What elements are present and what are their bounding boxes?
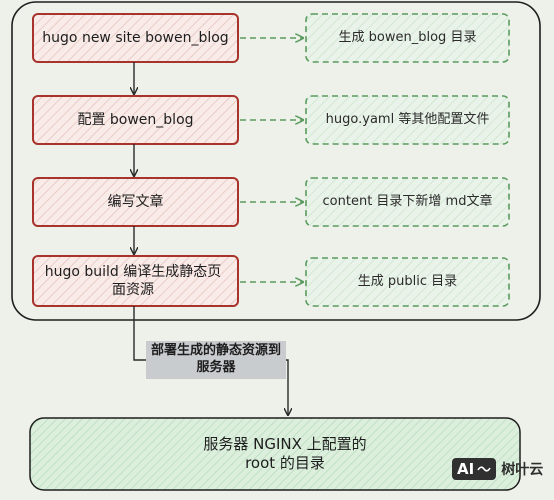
deploy-edge-label: 部署生成的静态资源到服务器: [150, 343, 281, 375]
output-2-label: hugo.yaml 等其他配置文件: [325, 111, 490, 127]
deploy-label-bg: [146, 341, 286, 379]
output-box-1: [305, 13, 510, 63]
ai-logo-icon: AI: [452, 458, 497, 480]
output-3-label: content 目录下新增 md文章: [322, 193, 493, 209]
step-box-4: [32, 255, 239, 307]
workflow-container: [11, 1, 541, 321]
output-box-2: [305, 95, 510, 145]
step-1-label: hugo new site bowen_blog: [42, 29, 229, 46]
watermark-logo: AI 树叶云: [452, 458, 543, 480]
output-box-4: [305, 257, 510, 307]
step-box-1: [32, 13, 239, 63]
output-4-label: 生成 public 目录: [357, 273, 458, 289]
step-3-label: 编写文章: [107, 193, 164, 210]
output-box-3: [305, 177, 510, 227]
wave-icon: [477, 466, 491, 472]
server-box: [29, 417, 521, 491]
watermark-text: 树叶云: [501, 462, 544, 478]
step-2-label: 配置 bowen_blog: [77, 111, 194, 128]
step-box-2: [32, 95, 239, 145]
logo-badge-text: AI: [457, 460, 475, 478]
server-label: 服务器 NGINX 上配置的 root 的目录: [203, 434, 367, 473]
step-box-3: [32, 177, 239, 227]
step-4-label: hugo build 编译生成静态页面资源: [44, 263, 222, 298]
output-1-label: 生成 bowen_blog 目录: [338, 29, 477, 45]
